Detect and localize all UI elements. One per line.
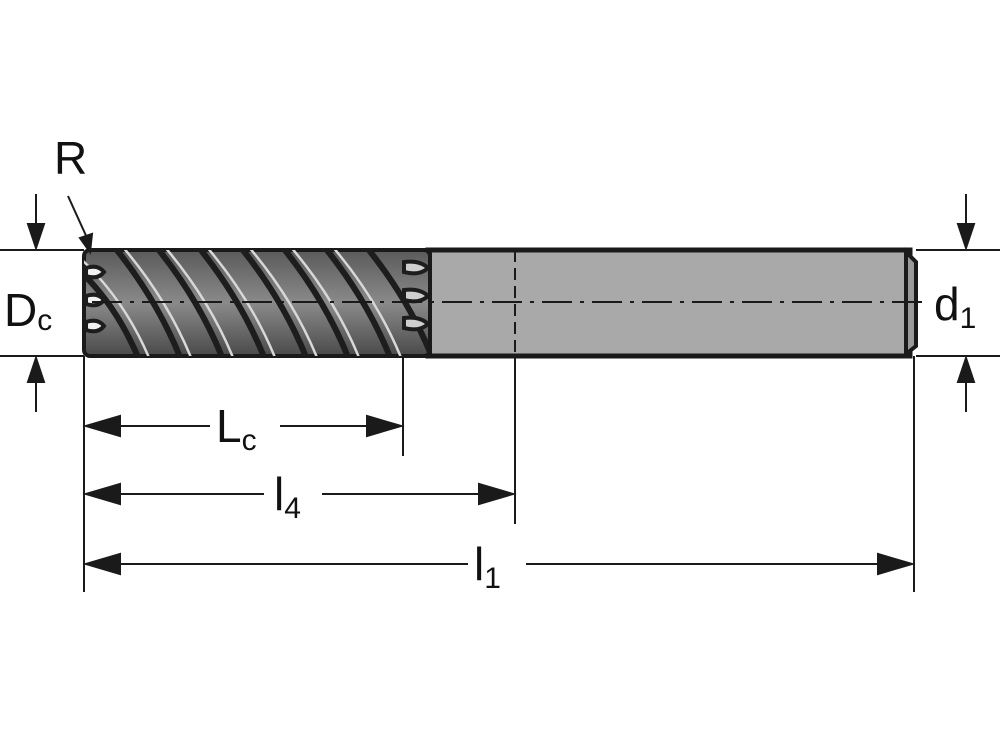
- overall-length-label: l1: [474, 538, 501, 595]
- d1-dimension-arrows: [956, 194, 976, 412]
- cutting-length-label: Lc: [216, 400, 257, 457]
- radius-leader: [67, 195, 94, 255]
- l1-dimension: [82, 552, 916, 576]
- radius-label: R: [54, 132, 87, 184]
- l4-dimension: [82, 482, 517, 506]
- lc-dimension: [82, 414, 405, 438]
- extension-lines: [0, 249, 1000, 592]
- dc-dimension-arrows: [26, 194, 46, 412]
- usable-length-label: l4: [274, 468, 301, 525]
- cutting-diameter-label: Dc: [4, 284, 52, 337]
- shank-diameter-label: d1: [934, 278, 976, 335]
